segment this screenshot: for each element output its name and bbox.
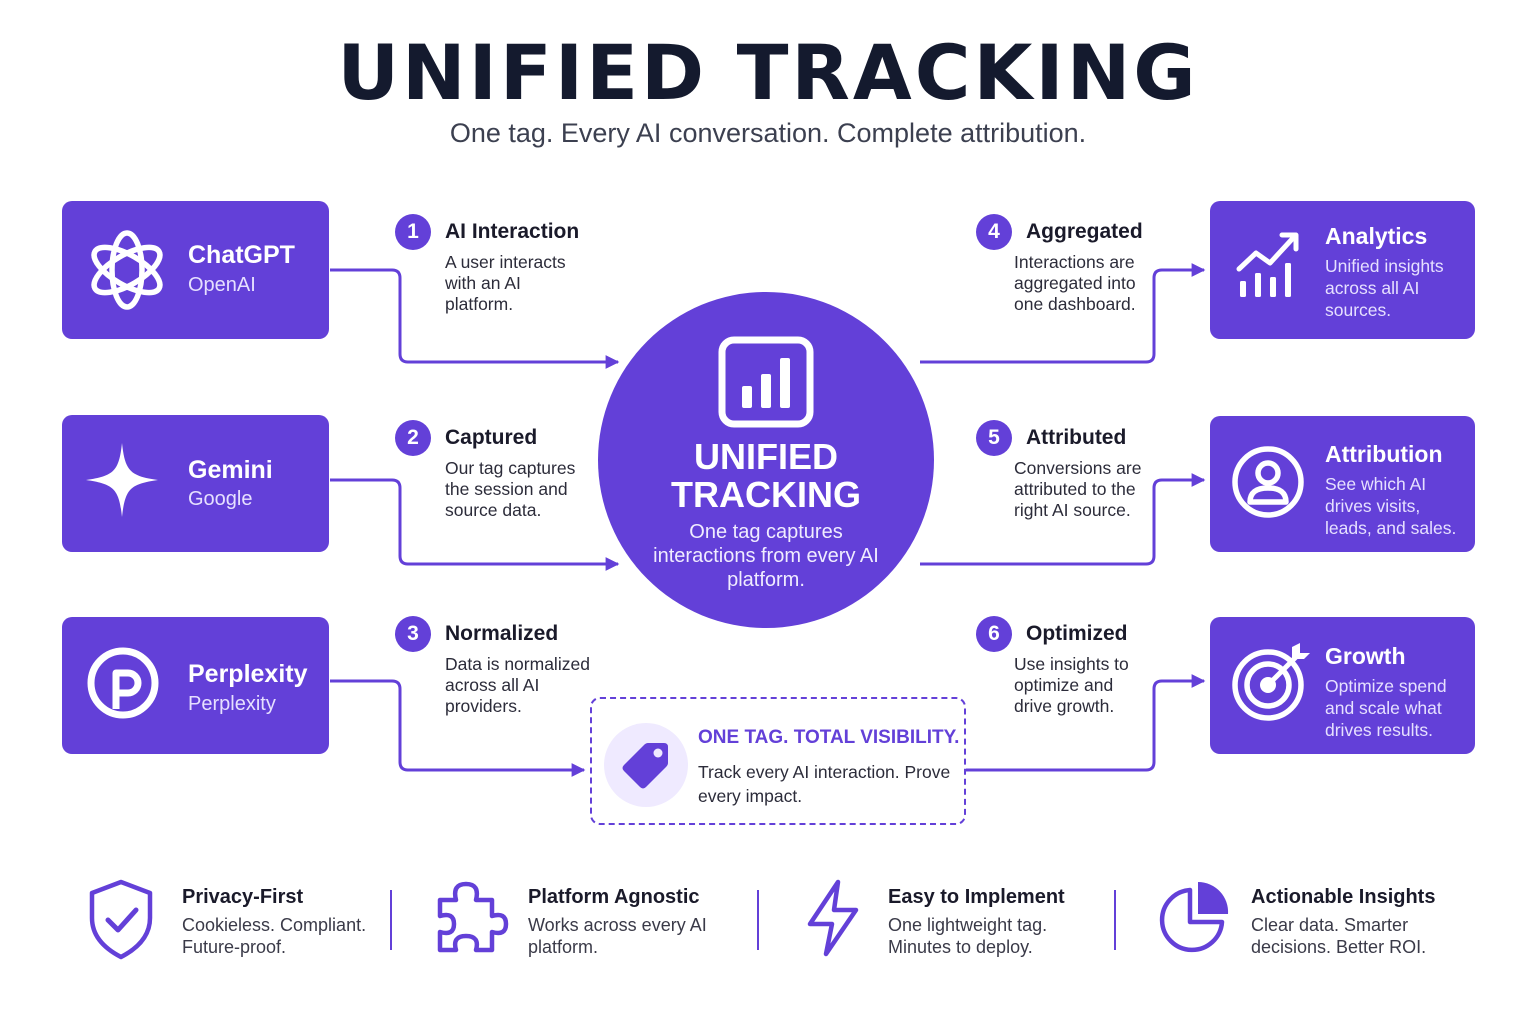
- feature-title: Privacy-First: [182, 886, 304, 908]
- pie-chart-icon: [1159, 881, 1229, 953]
- tag-callout-description: Track every AI interaction. Prove every …: [698, 762, 951, 806]
- source-provider: OpenAI: [188, 274, 256, 296]
- source-provider: Perplexity: [188, 693, 276, 715]
- step-description: Our tag captures the session and source …: [445, 458, 576, 520]
- feature-description: Works across every AI platform.: [528, 915, 707, 957]
- source-name: Gemini: [188, 456, 273, 484]
- tag-icon: [622, 743, 668, 789]
- step-number: 6: [976, 616, 1012, 652]
- source-name: Perplexity: [188, 660, 308, 688]
- step-number: 5: [976, 420, 1012, 456]
- step-title: Attributed: [1026, 426, 1127, 449]
- source-name: ChatGPT: [188, 241, 295, 269]
- puzzle-icon: [437, 881, 509, 953]
- feature-description: Clear data. Smarter decisions. Better RO…: [1251, 915, 1427, 957]
- page-subtitle: One tag. Every AI conversation. Complete…: [449, 118, 1087, 148]
- lightning-icon: [807, 879, 859, 957]
- step-description: Use insights to optimize and drive growt…: [1014, 654, 1129, 716]
- step-description: A user interacts with an AI platform.: [445, 252, 566, 314]
- unified-tracking-hub: UNIFIED TRACKING One tag captures intera…: [598, 292, 934, 628]
- step-number: 3: [395, 616, 431, 652]
- perplexity-icon: [87, 647, 159, 719]
- source-provider: Google: [188, 488, 253, 510]
- step-title: Optimized: [1026, 622, 1128, 645]
- step-title: Captured: [445, 426, 538, 449]
- step-2: 2 Captured Our tag captures the session …: [395, 420, 605, 530]
- tag-callout-box: ONE TAG. TOTAL VISIBILITY. Track every A…: [590, 697, 966, 825]
- outcome-description: Unified insights across all AI sources.: [1325, 256, 1444, 320]
- hub-title: UNIFIED TRACKING: [671, 436, 861, 515]
- feature-divider: [757, 890, 759, 950]
- feature-divider: [390, 890, 392, 950]
- feature-title: Easy to Implement: [888, 886, 1065, 908]
- outcome-card-growth: Growth Optimize spend and scale what dri…: [1210, 617, 1475, 754]
- feature-title: Platform Agnostic: [528, 886, 700, 908]
- step-title: Normalized: [445, 622, 559, 645]
- step-title: AI Interaction: [445, 220, 580, 243]
- source-card-gemini: Gemini Google: [62, 415, 329, 552]
- feature-description: Cookieless. Compliant. Future-proof.: [182, 915, 367, 957]
- shield-check-icon: [89, 879, 153, 960]
- connector-hub-attribution: [920, 473, 1206, 566]
- step-description: Interactions are aggregated into one das…: [1014, 252, 1136, 314]
- step-6: 6 Optimized Use insights to optimize and…: [976, 616, 1186, 726]
- connector-chatgpt-hub: [330, 268, 620, 369]
- trend-chart-icon: [1236, 232, 1299, 297]
- step-1: 1 AI Interaction A user interacts with a…: [395, 214, 605, 324]
- outcome-card-analytics: Analytics Unified insights across all AI…: [1210, 201, 1475, 339]
- outcome-description: Optimize spend and scale what drives res…: [1325, 676, 1447, 740]
- feature-description: One lightweight tag. Minutes to deploy.: [888, 915, 1048, 957]
- source-card-perplexity: Perplexity Perplexity: [62, 617, 329, 754]
- step-description: Conversions are attributed to the right …: [1014, 458, 1142, 520]
- step-description: Data is normalized across all AI provide…: [445, 654, 590, 716]
- step-3: 3 Normalized Data is normalized across a…: [395, 616, 605, 726]
- bar-chart-icon: [718, 336, 814, 428]
- connector-gemini-hub: [330, 478, 620, 571]
- step-title: Aggregated: [1026, 220, 1143, 243]
- tag-callout-title: ONE TAG. TOTAL VISIBILITY.: [698, 727, 960, 748]
- hub-description: One tag captures interactions from every…: [653, 521, 879, 591]
- feature-title: Actionable Insights: [1251, 886, 1436, 908]
- connector-hub-analytics: [920, 263, 1206, 364]
- feature-divider: [1114, 890, 1116, 950]
- outcome-title: Analytics: [1325, 223, 1428, 249]
- outcome-card-attribution: Attribution See which AI drives visits, …: [1210, 416, 1475, 552]
- target-icon: [1232, 643, 1310, 721]
- step-5: 5 Attributed Conversions are attributed …: [976, 420, 1186, 530]
- user-icon: [1232, 446, 1304, 518]
- source-card-chatgpt: ChatGPT OpenAI: [62, 201, 329, 339]
- step-number: 1: [395, 214, 431, 250]
- outcome-title: Attribution: [1325, 441, 1443, 467]
- gemini-sparkle-icon: [86, 443, 158, 517]
- step-4: 4 Aggregated Interactions are aggregated…: [976, 214, 1186, 324]
- step-number: 2: [395, 420, 431, 456]
- openai-icon: [91, 230, 163, 310]
- outcome-title: Growth: [1325, 643, 1406, 669]
- tag-icon-background: [604, 723, 688, 807]
- connector-perplexity-tag: [330, 679, 586, 777]
- connector-tag-growth: [966, 674, 1206, 772]
- step-number: 4: [976, 214, 1012, 250]
- outcome-description: See which AI drives visits, leads, and s…: [1325, 474, 1457, 538]
- page-title: UNIFIED TRACKING: [337, 28, 1199, 117]
